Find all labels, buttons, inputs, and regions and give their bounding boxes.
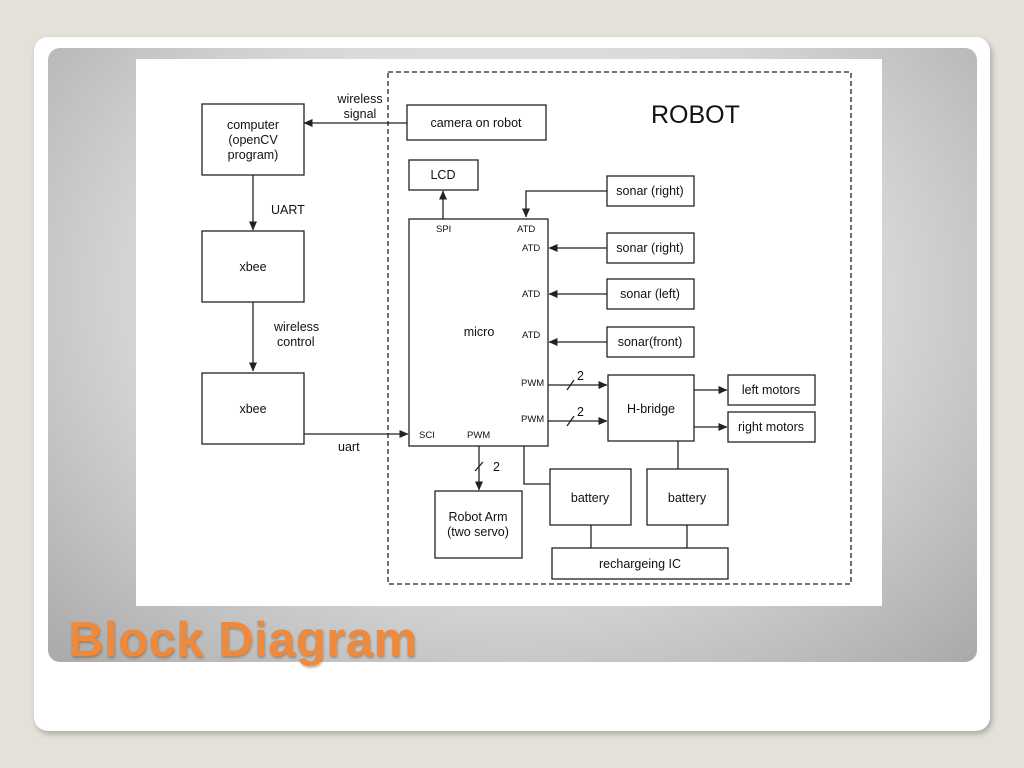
lcd-label: LCD xyxy=(430,168,455,182)
camera-block: camera on robot xyxy=(406,104,547,141)
computer-label-line3: program) xyxy=(228,148,279,162)
battery-1-block: battery xyxy=(549,468,632,526)
battery-1-label: battery xyxy=(571,491,610,505)
robot-arm-label-line1: Robot Arm xyxy=(448,510,507,524)
atd-top-port-label: ATD xyxy=(517,224,535,235)
pwm-bus-slash-2 xyxy=(566,415,575,427)
sci-port-label: SCI xyxy=(419,430,435,441)
sonar-front-label: sonar(front) xyxy=(618,335,683,349)
battery-2-label: battery xyxy=(668,491,707,505)
battery-2-block: battery xyxy=(646,468,729,526)
robot-label: ROBOT xyxy=(651,101,740,129)
xbee-bottom-block: xbee xyxy=(201,372,305,445)
wireless-signal-label-line2: signal xyxy=(344,107,377,121)
pwm-bus-width-1: 2 xyxy=(577,369,584,383)
sonar-right-label: sonar (right) xyxy=(616,241,683,255)
xbee-top-label: xbee xyxy=(239,260,266,274)
pwm-bus-slash-1 xyxy=(566,379,575,391)
pwm-bus-width-2: 2 xyxy=(577,405,584,419)
sonar-right-top-label: sonar (right) xyxy=(616,184,683,198)
wireless-control-label-line2: control xyxy=(277,335,315,349)
left-motors-label: left motors xyxy=(742,383,800,397)
hbridge-block: H-bridge xyxy=(607,374,695,442)
right-motors-label: right motors xyxy=(738,420,804,434)
robot-arm-label-line2: (two servo) xyxy=(447,525,509,539)
pwm-arm-bus-width: 2 xyxy=(493,460,500,474)
wireless-control-label-line1: wireless xyxy=(273,320,319,334)
wireless-signal-label-line1: wireless xyxy=(336,92,382,106)
micro-label: micro xyxy=(464,325,495,339)
uart-bottom-label: uart xyxy=(338,440,360,454)
pwm-port-label-2: PWM xyxy=(521,414,544,425)
pwm-port-label-1: PWM xyxy=(521,378,544,389)
uart-label: UART xyxy=(271,203,305,217)
atd-port-label-2: ATD xyxy=(522,289,540,300)
sonar-left-label: sonar (left) xyxy=(620,287,680,301)
sonar-right-top-block: sonar (right) xyxy=(606,175,695,207)
recharge-ic-label: rechargeing IC xyxy=(599,557,681,571)
micro-battery-wire xyxy=(523,446,550,485)
sonar-right-block: sonar (right) xyxy=(606,232,695,264)
hbridge-label: H-bridge xyxy=(627,402,675,416)
camera-label: camera on robot xyxy=(430,116,522,130)
right-motors-block: right motors xyxy=(727,411,816,443)
left-motors-block: left motors xyxy=(727,374,816,406)
atd-port-label-3: ATD xyxy=(522,330,540,341)
block-diagram-panel: ROBOT computer (openCV program) camera o… xyxy=(136,59,882,606)
xbee-top-block: xbee xyxy=(201,230,305,303)
pwm-arm-slash xyxy=(474,461,484,472)
sonar-front-block: sonar(front) xyxy=(606,326,695,358)
spi-port-label: SPI xyxy=(436,224,451,235)
sonar-left-block: sonar (left) xyxy=(606,278,695,310)
computer-label-line1: computer xyxy=(227,118,279,132)
robot-arm-block: Robot Arm (two servo) xyxy=(434,490,523,559)
xbee-bottom-label: xbee xyxy=(239,402,266,416)
recharge-ic-block: rechargeing IC xyxy=(551,547,729,580)
atd-port-label-1: ATD xyxy=(522,243,540,254)
computer-block: computer (openCV program) xyxy=(201,103,305,176)
lcd-block: LCD xyxy=(408,159,479,191)
sonar-right-top-arrow xyxy=(522,190,607,218)
block-diagram: ROBOT computer (openCV program) camera o… xyxy=(201,71,852,585)
computer-label-line2: (openCV xyxy=(228,133,278,147)
micro-block: micro SPI ATD ATD ATD ATD PWM PWM SCI PW… xyxy=(408,218,549,447)
pwm-arm-port-label: PWM xyxy=(467,430,490,441)
slide-title: Block Diagram xyxy=(68,613,418,667)
